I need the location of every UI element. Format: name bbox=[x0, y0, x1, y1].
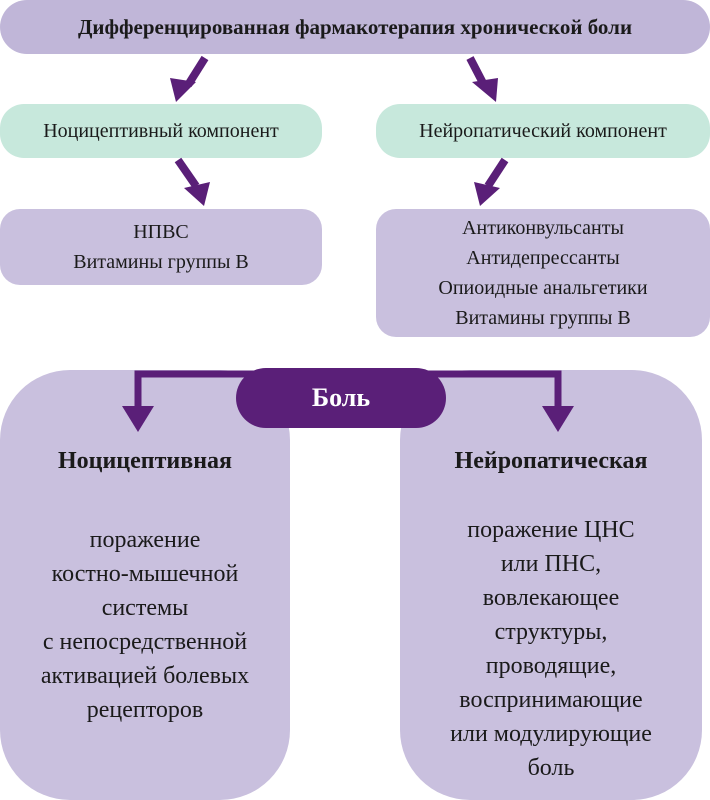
description-line: поражение ЦНС bbox=[467, 517, 635, 543]
neuropathic-drugs-box: Антиконвульсанты Антидепрессанты Опиоидн… bbox=[376, 209, 710, 337]
nociceptive-pain-box: Ноцицептивная поражение костно-мышечной … bbox=[0, 370, 290, 800]
drug-item: Витамины группы В bbox=[73, 251, 249, 273]
description-line: структуры, bbox=[494, 619, 608, 645]
description-line: рецепторов bbox=[86, 697, 204, 723]
description-line: поражение bbox=[89, 527, 201, 553]
drug-item: Антиконвульсанты bbox=[462, 217, 624, 239]
neuropathic-pain-box: Нейропатическая поражение ЦНС или ПНС, в… bbox=[400, 370, 702, 800]
description-line: или ПНС, bbox=[500, 551, 602, 577]
arrow-title-to-nociceptive bbox=[170, 55, 209, 102]
nociceptive-component-box: Ноцицептивный компонент bbox=[0, 104, 322, 158]
neuropathic-pain-title: Нейропатическая bbox=[454, 448, 648, 474]
nociceptive-drugs-box: НПВС Витамины группы В bbox=[0, 209, 322, 285]
description-line: системы bbox=[101, 595, 189, 621]
diagram-title: Дифференцированная фармакотерапия хронич… bbox=[0, 0, 710, 54]
drug-item: Опиоидные анальгетики bbox=[438, 277, 648, 299]
description-line: активацией болевых bbox=[40, 663, 250, 689]
arrow-nociceptive-to-drugs bbox=[174, 157, 210, 206]
drug-item: Витамины группы В bbox=[455, 307, 631, 329]
neuropathic-pain-description: поражение ЦНС или ПНС, вовлекающее струк… bbox=[450, 513, 652, 785]
drug-item: НПВС bbox=[133, 221, 189, 243]
arrow-title-to-neuropathic bbox=[466, 56, 498, 102]
description-line: боль bbox=[527, 755, 575, 781]
description-line: с непосредственной bbox=[42, 629, 248, 655]
drug-item: Антидепрессанты bbox=[466, 247, 620, 269]
description-line: проводящие, bbox=[485, 653, 617, 679]
description-line: воспринимающие bbox=[459, 687, 643, 713]
nociceptive-pain-description: поражение костно-мышечной системы с непо… bbox=[41, 523, 249, 727]
neuropathic-component-box: Нейропатический компонент bbox=[376, 104, 710, 158]
description-line: костно-мышечной bbox=[51, 561, 239, 587]
description-line: или модулирующие bbox=[450, 721, 652, 747]
arrow-neuropathic-to-drugs bbox=[474, 157, 509, 206]
pain-center-label: Боль bbox=[236, 368, 446, 428]
description-line: вовлекающее bbox=[482, 585, 620, 611]
nociceptive-pain-title: Ноцицептивная bbox=[57, 448, 233, 474]
